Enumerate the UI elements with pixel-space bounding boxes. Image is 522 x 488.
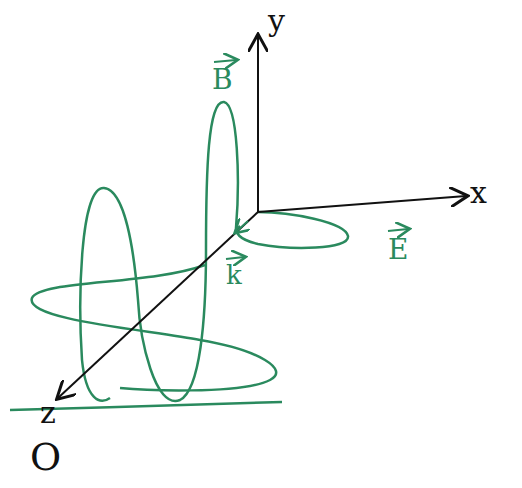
vector-label: E: [388, 236, 408, 264]
origin-label: O: [30, 438, 61, 476]
vector-arrows: [214, 60, 408, 259]
axis-label: y: [268, 6, 285, 36]
e-wave: [10, 212, 348, 410]
vector-label: B: [212, 66, 233, 94]
vector-label: k: [226, 262, 242, 288]
axis-label: x: [470, 178, 487, 208]
axis-label: z: [40, 398, 56, 428]
axes: [58, 36, 466, 398]
